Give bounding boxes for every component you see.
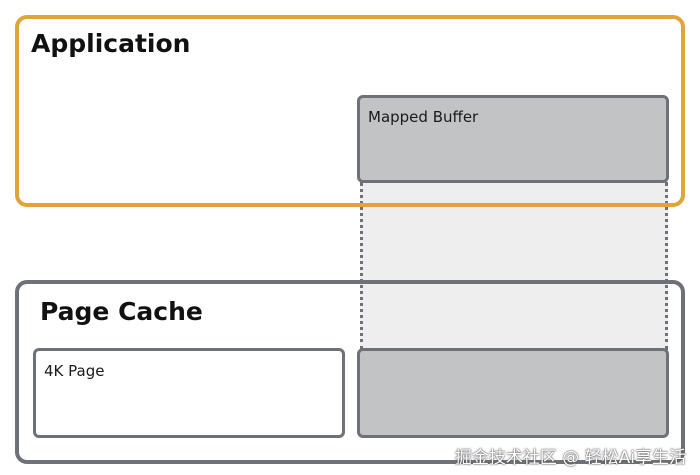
application-title: Application	[31, 29, 191, 58]
page-cache-title: Page Cache	[40, 297, 203, 326]
application-region: Application	[15, 15, 685, 207]
mapped-buffer-block: Mapped Buffer	[357, 95, 669, 183]
cached-buffer-page-block	[357, 348, 669, 438]
page-cache-region: Page Cache	[15, 280, 685, 464]
mapped-buffer-label: Mapped Buffer	[368, 108, 479, 126]
four-k-page-block: 4K Page	[33, 348, 345, 438]
memory-mapping-connector	[360, 182, 668, 350]
four-k-page-label: 4K Page	[44, 362, 105, 380]
watermark: 掘金技术社区 @ 轻松Ai享生活	[454, 448, 686, 468]
